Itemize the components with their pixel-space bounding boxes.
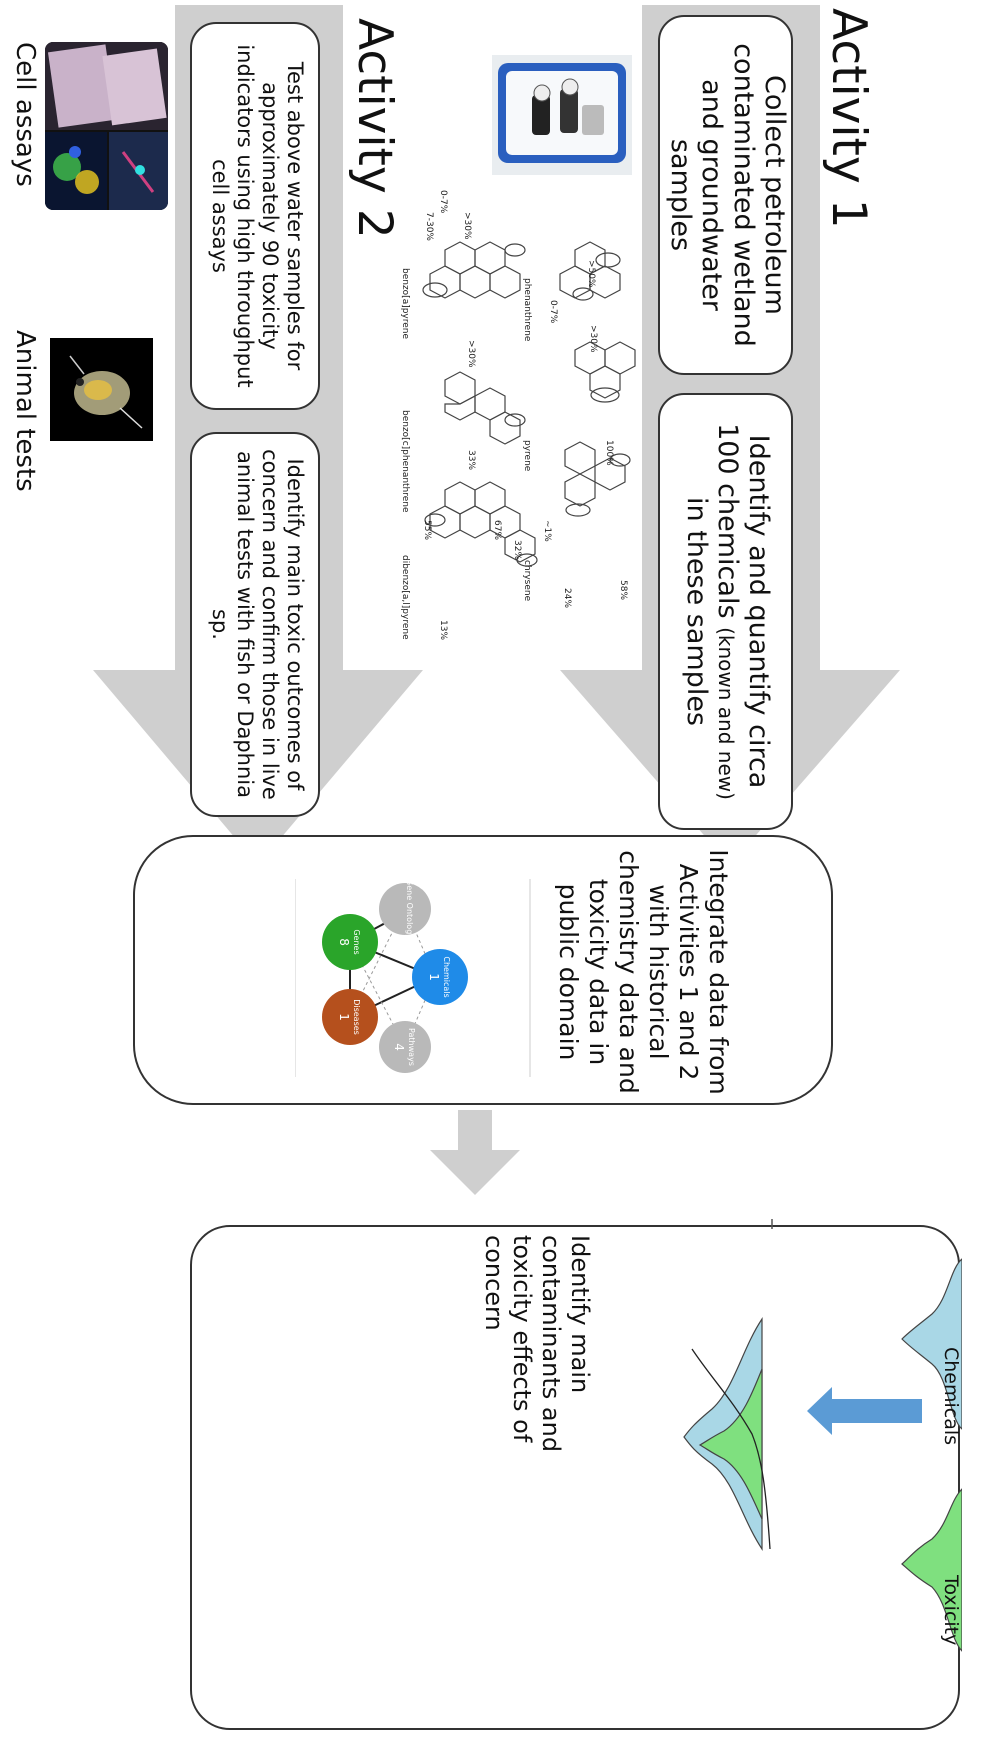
mol-pyrene-name: pyrene [522, 440, 532, 472]
activity2-title-wrap: Activity 2 [347, 18, 402, 239]
mol-benzocphen-pct2-wrap: 33% [465, 450, 484, 470]
final-box: Identify main contaminants and toxicity … [190, 1219, 962, 1730]
mol-benzoapyrene-pct1-wrap: >30% [461, 212, 480, 240]
node-label: Gene Ontology [405, 879, 414, 939]
mol-phenanthrene-pct1-wrap: >50% [585, 260, 604, 288]
mol-chrysene-pct1-wrap: ~1% [541, 520, 560, 542]
node-label: Pathways [407, 1028, 416, 1066]
mol-dibenzo-name-wrap: dibenzo[a,l]pyrene [399, 555, 418, 640]
mol-chrysene-pct3-wrap: 24% [561, 588, 580, 608]
toxicity-label: Toxicity [940, 1575, 962, 1646]
mol-benzocphen-pct: 33% [466, 450, 476, 471]
cell-assays-label-wrap: Cell assays [10, 42, 40, 187]
mol-dibenzo-name: dibenzo[a,l]pyrene [400, 555, 410, 640]
mol-pyrene-pct: 100% [604, 440, 614, 466]
mol-chrysene-pct: ~1% [542, 520, 552, 542]
cell-assays-label: Cell assays [10, 42, 40, 187]
mol-chrysene-pct2-wrap: 58% [617, 580, 636, 600]
mol-benzocphen-pct: 67% [492, 520, 502, 541]
combine-arrow-icon [807, 1387, 922, 1435]
mol-chrysene-pct: 58% [618, 580, 628, 601]
activity1-identify-text: Identify and quantify circa 100 chemical… [662, 393, 793, 830]
node-count: 1 [337, 1013, 351, 1021]
activity2-identify-text: Identify main toxic outcomes of concern … [207, 449, 308, 800]
mol-benzoapyrene-name: benzo[a]pyrene [400, 268, 410, 340]
identify-main-end: in these samples [680, 497, 712, 726]
animal-tests-label: Animal tests [10, 330, 40, 492]
mol-dibenzo-pct2-wrap: 55% [421, 520, 440, 540]
down-arrow-icon [430, 1110, 520, 1195]
network-graph: Gene Ontology Chemicals 1 Pathways 4 Dis… [295, 879, 531, 1077]
mol-dibenzo-pct: 32% [512, 540, 522, 561]
activity1-collect-box: Collect petroleum contaminated wetland a… [658, 15, 793, 375]
mol-benzoapyrene-pct: 7-30% [424, 212, 434, 241]
activity2-test-box: Test above water samples for approximate… [190, 22, 320, 410]
mol-phenanthrene-name-wrap: phenanthrene [521, 278, 540, 341]
animal-tests-label-wrap: Animal tests [10, 330, 40, 492]
mol-benzocphen-name: benzo[c]phenanthrene [400, 410, 410, 513]
mol-dibenzo-pct1-wrap: 32% [511, 540, 530, 560]
node-label: Chemicals [442, 956, 451, 997]
mol-pyrene-pct-wrap: 100% [603, 440, 622, 466]
mol-benzocphen-name-wrap: benzo[c]phenanthrene [399, 410, 418, 513]
diseases-node [322, 989, 378, 1045]
mol-phenanthrene-pct3-wrap: >30% [587, 325, 606, 353]
mol-chrysene-name-wrap: chrysene [521, 560, 540, 601]
cell-assays-photo [45, 42, 168, 210]
node-count: 8 [337, 938, 351, 946]
mol-benzoapyrene-name-wrap: benzo[a]pyrene [399, 268, 418, 339]
sample-cooler-photo [492, 55, 632, 175]
mol-benzoapyrene-pct3-wrap: 7-30% [423, 212, 442, 241]
mol-chrysene-pct: 24% [562, 588, 572, 609]
toxicity-curve [901, 1488, 962, 1652]
chemicals-node [412, 949, 468, 1005]
mol-dibenzo-pct3-wrap: 13% [437, 620, 456, 640]
mol-dibenzo-pct: 55% [422, 520, 432, 541]
identify-paren: (known and new) [714, 627, 739, 800]
toxicity-label-wrap: Toxicity [940, 1575, 962, 1645]
activity1-title: Activity 1 [821, 8, 876, 229]
pathways-node [379, 1021, 431, 1073]
mol-benzocphen-pct1-wrap: 67% [491, 520, 510, 540]
node-count: 1 [427, 973, 441, 981]
activity2-identify-box: Identify main toxic outcomes of concern … [190, 432, 320, 817]
mol-phenanthrene-pct: 0-7% [548, 300, 558, 324]
mol-pyrene-name-wrap: pyrene [521, 440, 540, 471]
activity1-title-wrap: Activity 1 [821, 8, 876, 229]
pah-structures-figure [422, 241, 636, 567]
activity2-test-text: Test above water samples for approximate… [207, 44, 308, 388]
activity1-collect-text: Collect petroleum contaminated wetland a… [665, 43, 790, 347]
gene-ontology-node [379, 883, 431, 935]
mol-benzoapyrene-pct4-wrap: >30% [465, 340, 484, 368]
mol-benzoapyrene-pct2-wrap: 0-7% [437, 190, 456, 213]
genes-node [322, 914, 378, 970]
integrate-text: Integrate data from Activities 1 and 2 w… [554, 849, 733, 1095]
mol-chrysene-name: chrysene [522, 560, 532, 602]
mol-benzoapyrene-pct: >30% [462, 212, 472, 240]
integrate-box: Integrate data from Activities 1 and 2 w… [133, 835, 833, 1105]
chemicals-label-wrap: Chemicals [940, 1347, 962, 1445]
chemicals-curve [901, 1258, 962, 1430]
mol-phenanthrene-pct: >30% [588, 325, 598, 353]
activity1-identify-box: Identify and quantify circa 100 chemical… [658, 393, 793, 830]
mol-benzoapyrene-pct: 0-7% [438, 190, 448, 214]
mol-phenanthrene-pct: >50% [586, 260, 596, 288]
node-count: 4 [392, 1043, 406, 1051]
node-label: Genes [352, 929, 361, 954]
mol-dibenzo-pct: 13% [438, 620, 448, 641]
combined-toxicity-curve [698, 1368, 763, 1520]
chemicals-label: Chemicals [940, 1347, 962, 1446]
node-label: Diseases [352, 999, 361, 1035]
daphnia-photo [50, 338, 153, 441]
activity2-title: Activity 2 [347, 18, 402, 239]
mol-phenanthrene-pct2-wrap: 0-7% [547, 300, 566, 323]
distribution-figure [683, 1219, 962, 1652]
mol-benzoapyrene-pct: >30% [466, 340, 476, 368]
mol-phenanthrene-name: phenanthrene [522, 278, 532, 342]
